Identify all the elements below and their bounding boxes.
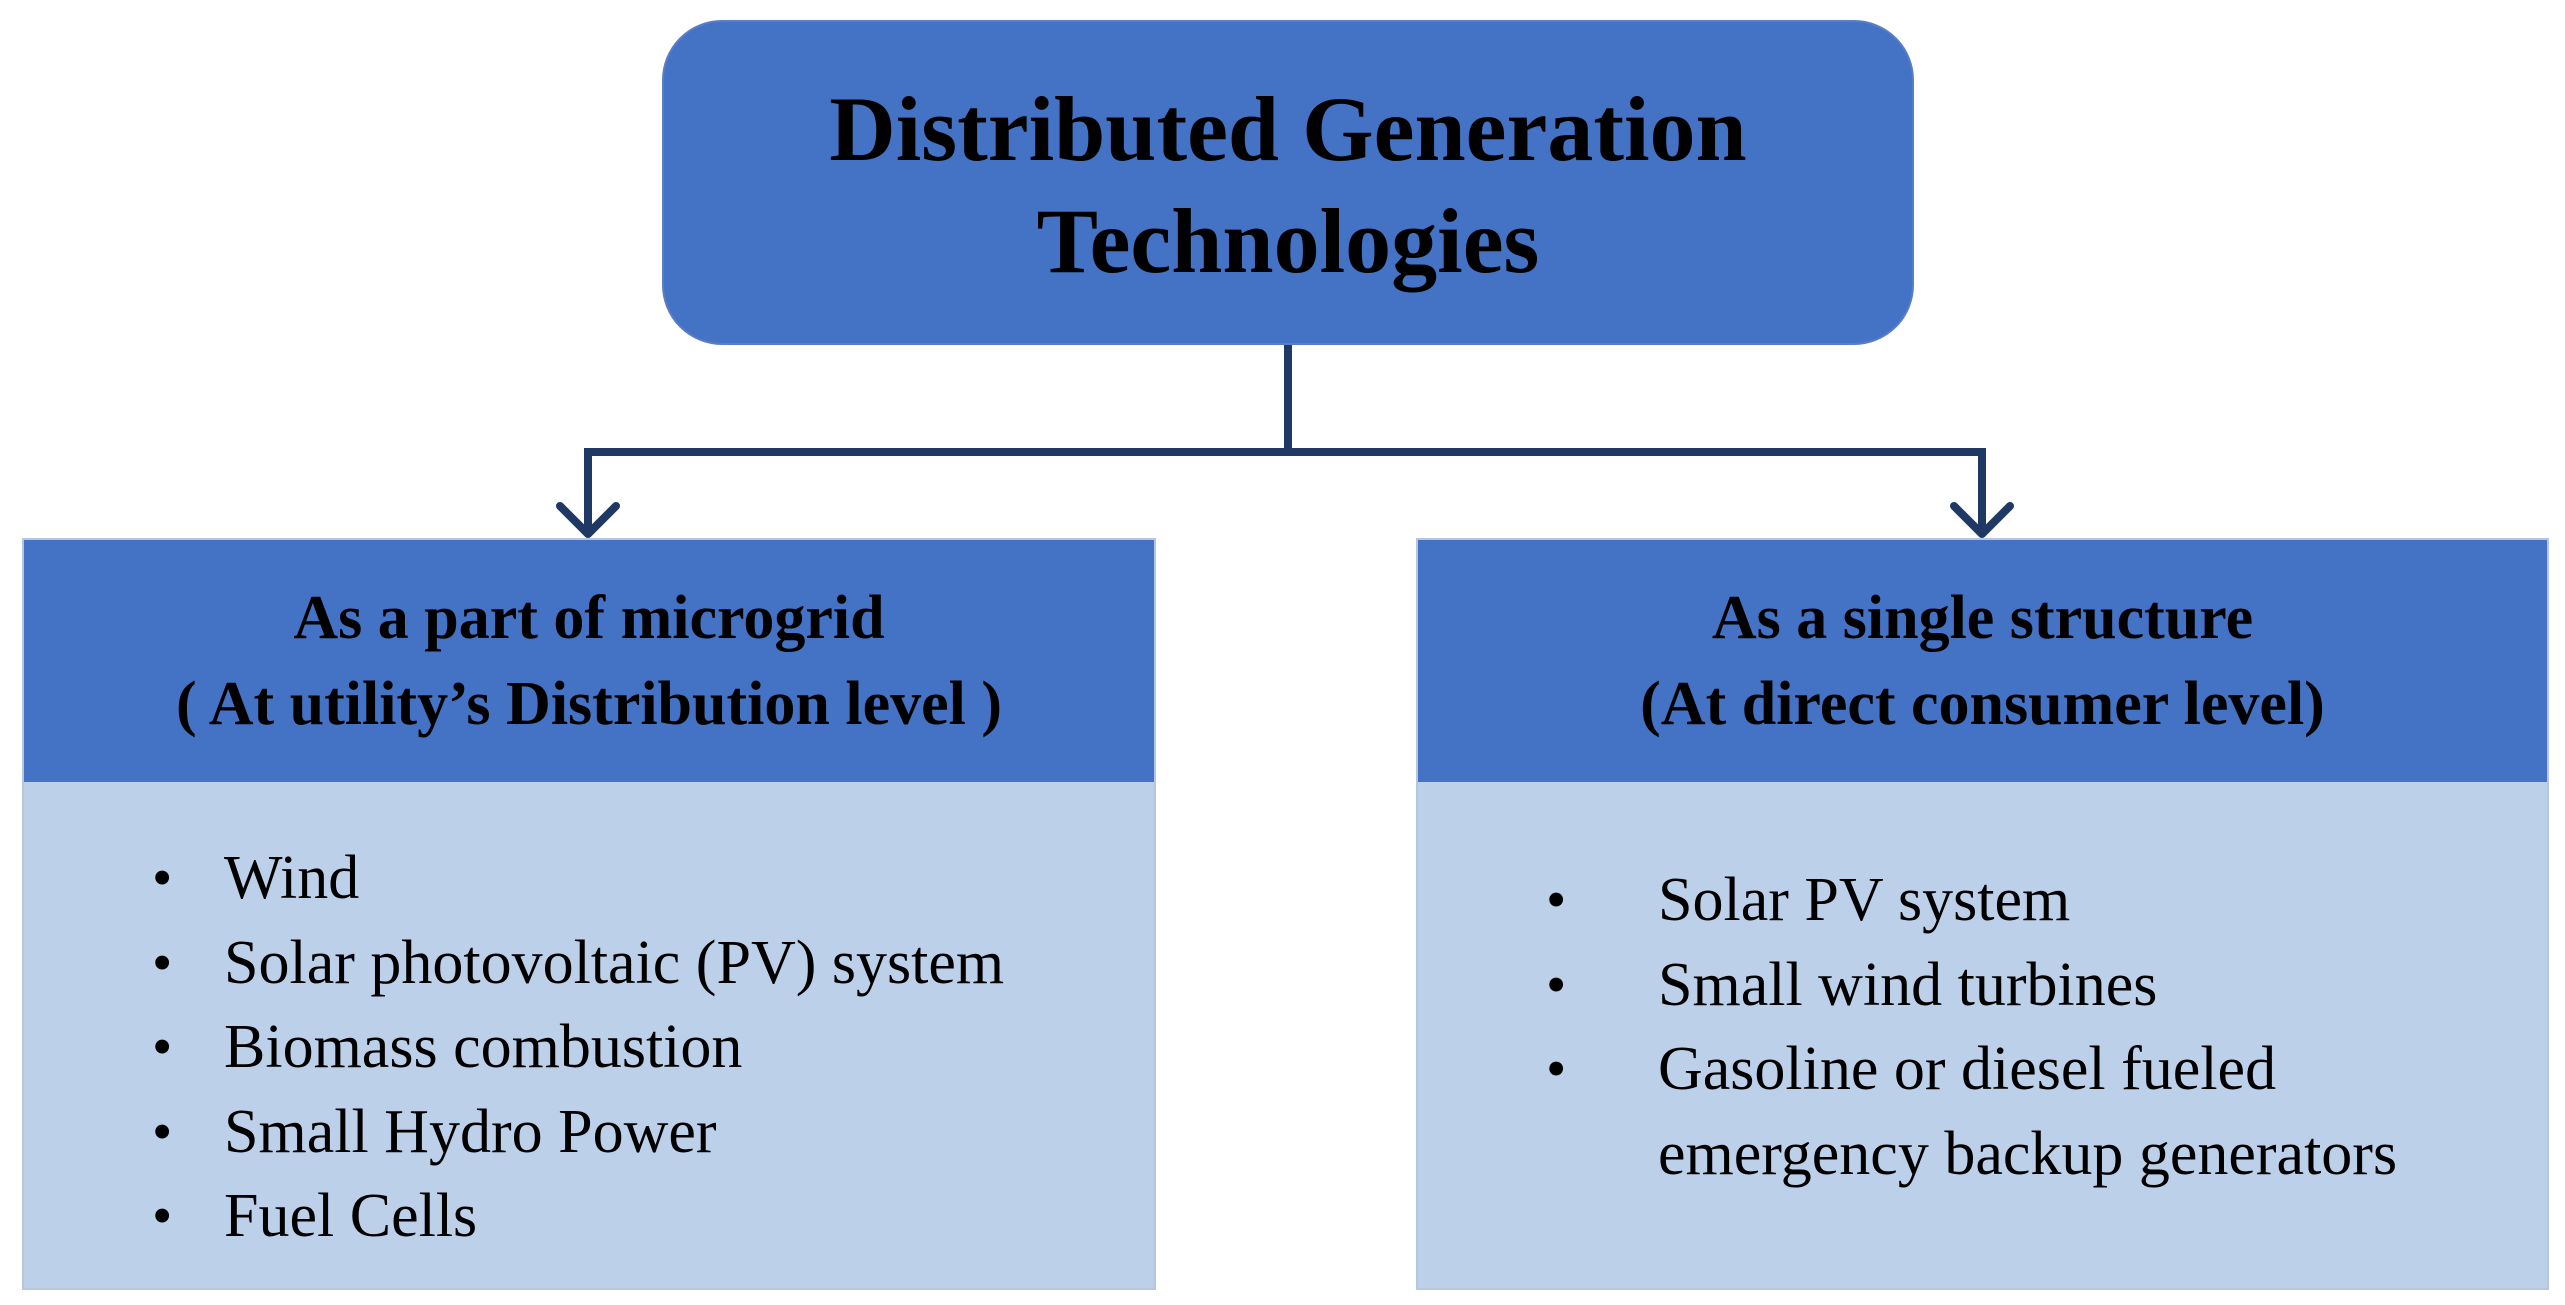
branch-single-structure-title-line2: (At direct consumer level) <box>1640 670 2325 738</box>
bullet-icon: • <box>152 845 173 910</box>
root-title: Distributed Generation Technologies <box>829 69 1746 297</box>
branch-single-structure-header: As a single structure (At direct consume… <box>1418 540 2547 782</box>
branch-single-structure-title: As a single structure (At direct consume… <box>1640 575 2325 747</box>
list-item: • Biomass combustion <box>24 1005 1154 1090</box>
bullet-icon: • <box>152 1098 173 1164</box>
bullet-icon: • <box>152 1014 173 1079</box>
list-item-text: Fuel Cells <box>224 1182 478 1250</box>
root-title-line1: Distributed Generation <box>829 77 1747 180</box>
branch-microgrid-body: • Wind • Solar photovoltaic (PV) system … <box>24 782 1154 1259</box>
branch-microgrid-title: As a part of microgrid ( At utility’s Di… <box>176 575 1002 747</box>
branch-single-structure-list: • Solar PV system • Small wind turbines … <box>1418 858 2547 1196</box>
list-item: • Solar PV system <box>1418 858 2547 943</box>
list-item: • Gasoline or diesel fueled emergency bac… <box>1418 1027 2547 1196</box>
branch-single-structure-body: • Solar PV system • Small wind turbines … <box>1418 782 2547 1196</box>
bullet-icon: • <box>152 1183 173 1248</box>
root-title-line2: Technologies <box>1036 189 1540 292</box>
branch-microgrid: As a part of microgrid ( At utility’s Di… <box>22 538 1156 1290</box>
list-item-text-line1: Gasoline or diesel fueled <box>1658 1035 2277 1103</box>
branch-single-structure-title-line1: As a single structure <box>1711 584 2254 652</box>
list-item: • Solar photovoltaic (PV) system <box>24 921 1154 1006</box>
bullet-icon: • <box>1546 951 1567 1017</box>
left-arrowhead <box>556 502 620 538</box>
list-item: • Small Hydro Power <box>24 1090 1154 1175</box>
list-item: • Fuel Cells <box>24 1174 1154 1259</box>
list-item-text: Biomass combustion <box>224 1013 743 1081</box>
list-item: • Wind <box>24 836 1154 921</box>
branch-microgrid-header: As a part of microgrid ( At utility’s Di… <box>24 540 1154 782</box>
list-item-text: Solar PV system <box>1658 866 2071 934</box>
list-item: • Small wind turbines <box>1418 943 2547 1028</box>
bullet-icon: • <box>1546 1036 1567 1101</box>
list-item-text: Small wind turbines <box>1658 950 2158 1019</box>
list-item-text: Wind <box>224 844 360 912</box>
list-item-text: Small Hydro Power <box>224 1097 717 1166</box>
root-node: Distributed Generation Technologies <box>662 20 1914 345</box>
list-item-text: Solar photovoltaic (PV) system <box>224 928 1005 997</box>
branch-microgrid-list: • Wind • Solar photovoltaic (PV) system … <box>24 836 1154 1259</box>
branch-microgrid-title-line1: As a part of microgrid <box>293 584 885 652</box>
branch-microgrid-title-line2: ( At utility’s Distribution level ) <box>175 670 1003 738</box>
list-item-text-line2: emergency backup generators <box>1658 1119 2398 1188</box>
branch-single-structure: As a single structure (At direct consume… <box>1416 538 2549 1290</box>
bullet-icon: • <box>1546 867 1567 932</box>
right-arrowhead <box>1950 502 2014 538</box>
list-item-text: Gasoline or diesel fueled emergency backu… <box>1418 1027 2547 1196</box>
bullet-icon: • <box>152 929 173 995</box>
